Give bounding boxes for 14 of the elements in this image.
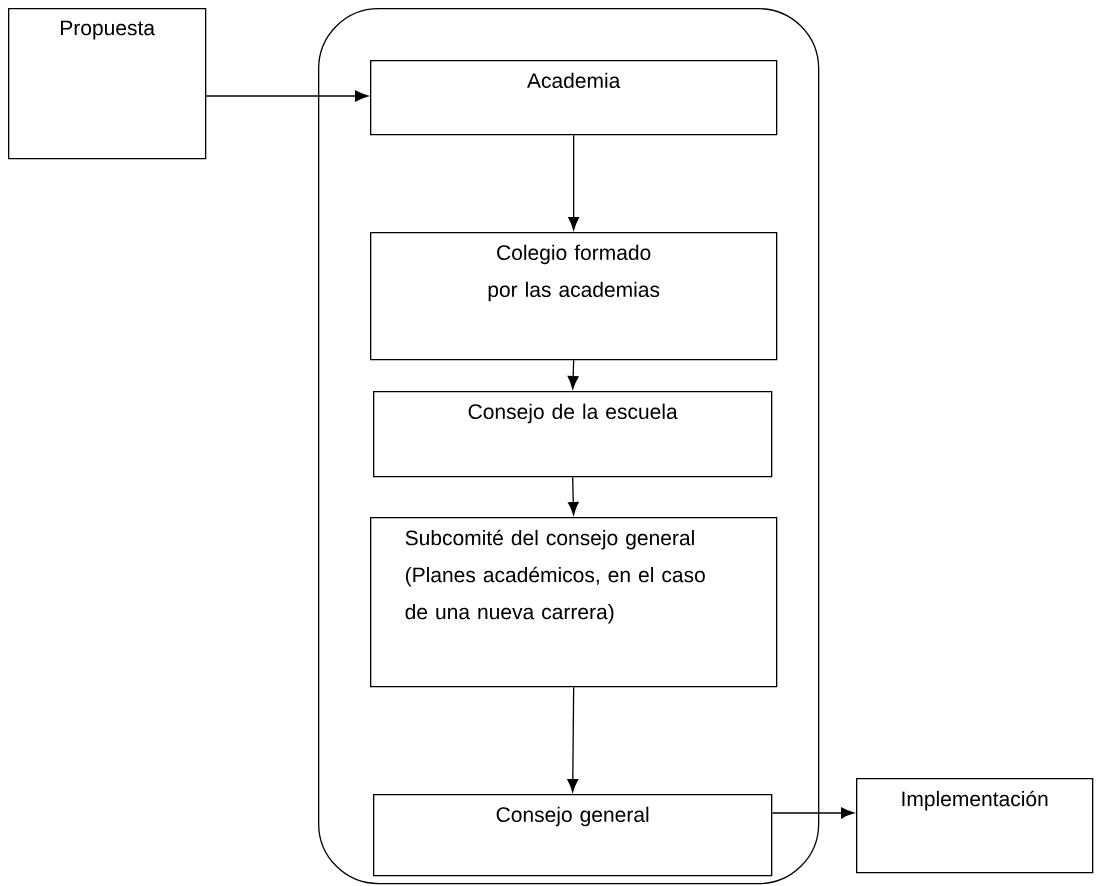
arrow <box>205 90 369 102</box>
process-box: Implementación <box>856 778 1094 874</box>
process-box: Subcomité del consejo general (Planes académicos, en el caso de una nueva carrera) <box>370 517 778 688</box>
arrow <box>567 686 579 793</box>
container-box <box>318 8 820 885</box>
arrow <box>567 359 579 390</box>
arrow <box>771 807 855 819</box>
arrow <box>568 134 580 231</box>
process-box: Consejo de la escuela <box>373 391 773 478</box>
arrow <box>567 476 579 516</box>
process-box: Propuesta <box>8 8 207 160</box>
process-box: Academia <box>370 60 778 136</box>
process-box: Consejo general <box>373 794 773 877</box>
process-box: Colegio formado por las academias <box>370 232 778 361</box>
